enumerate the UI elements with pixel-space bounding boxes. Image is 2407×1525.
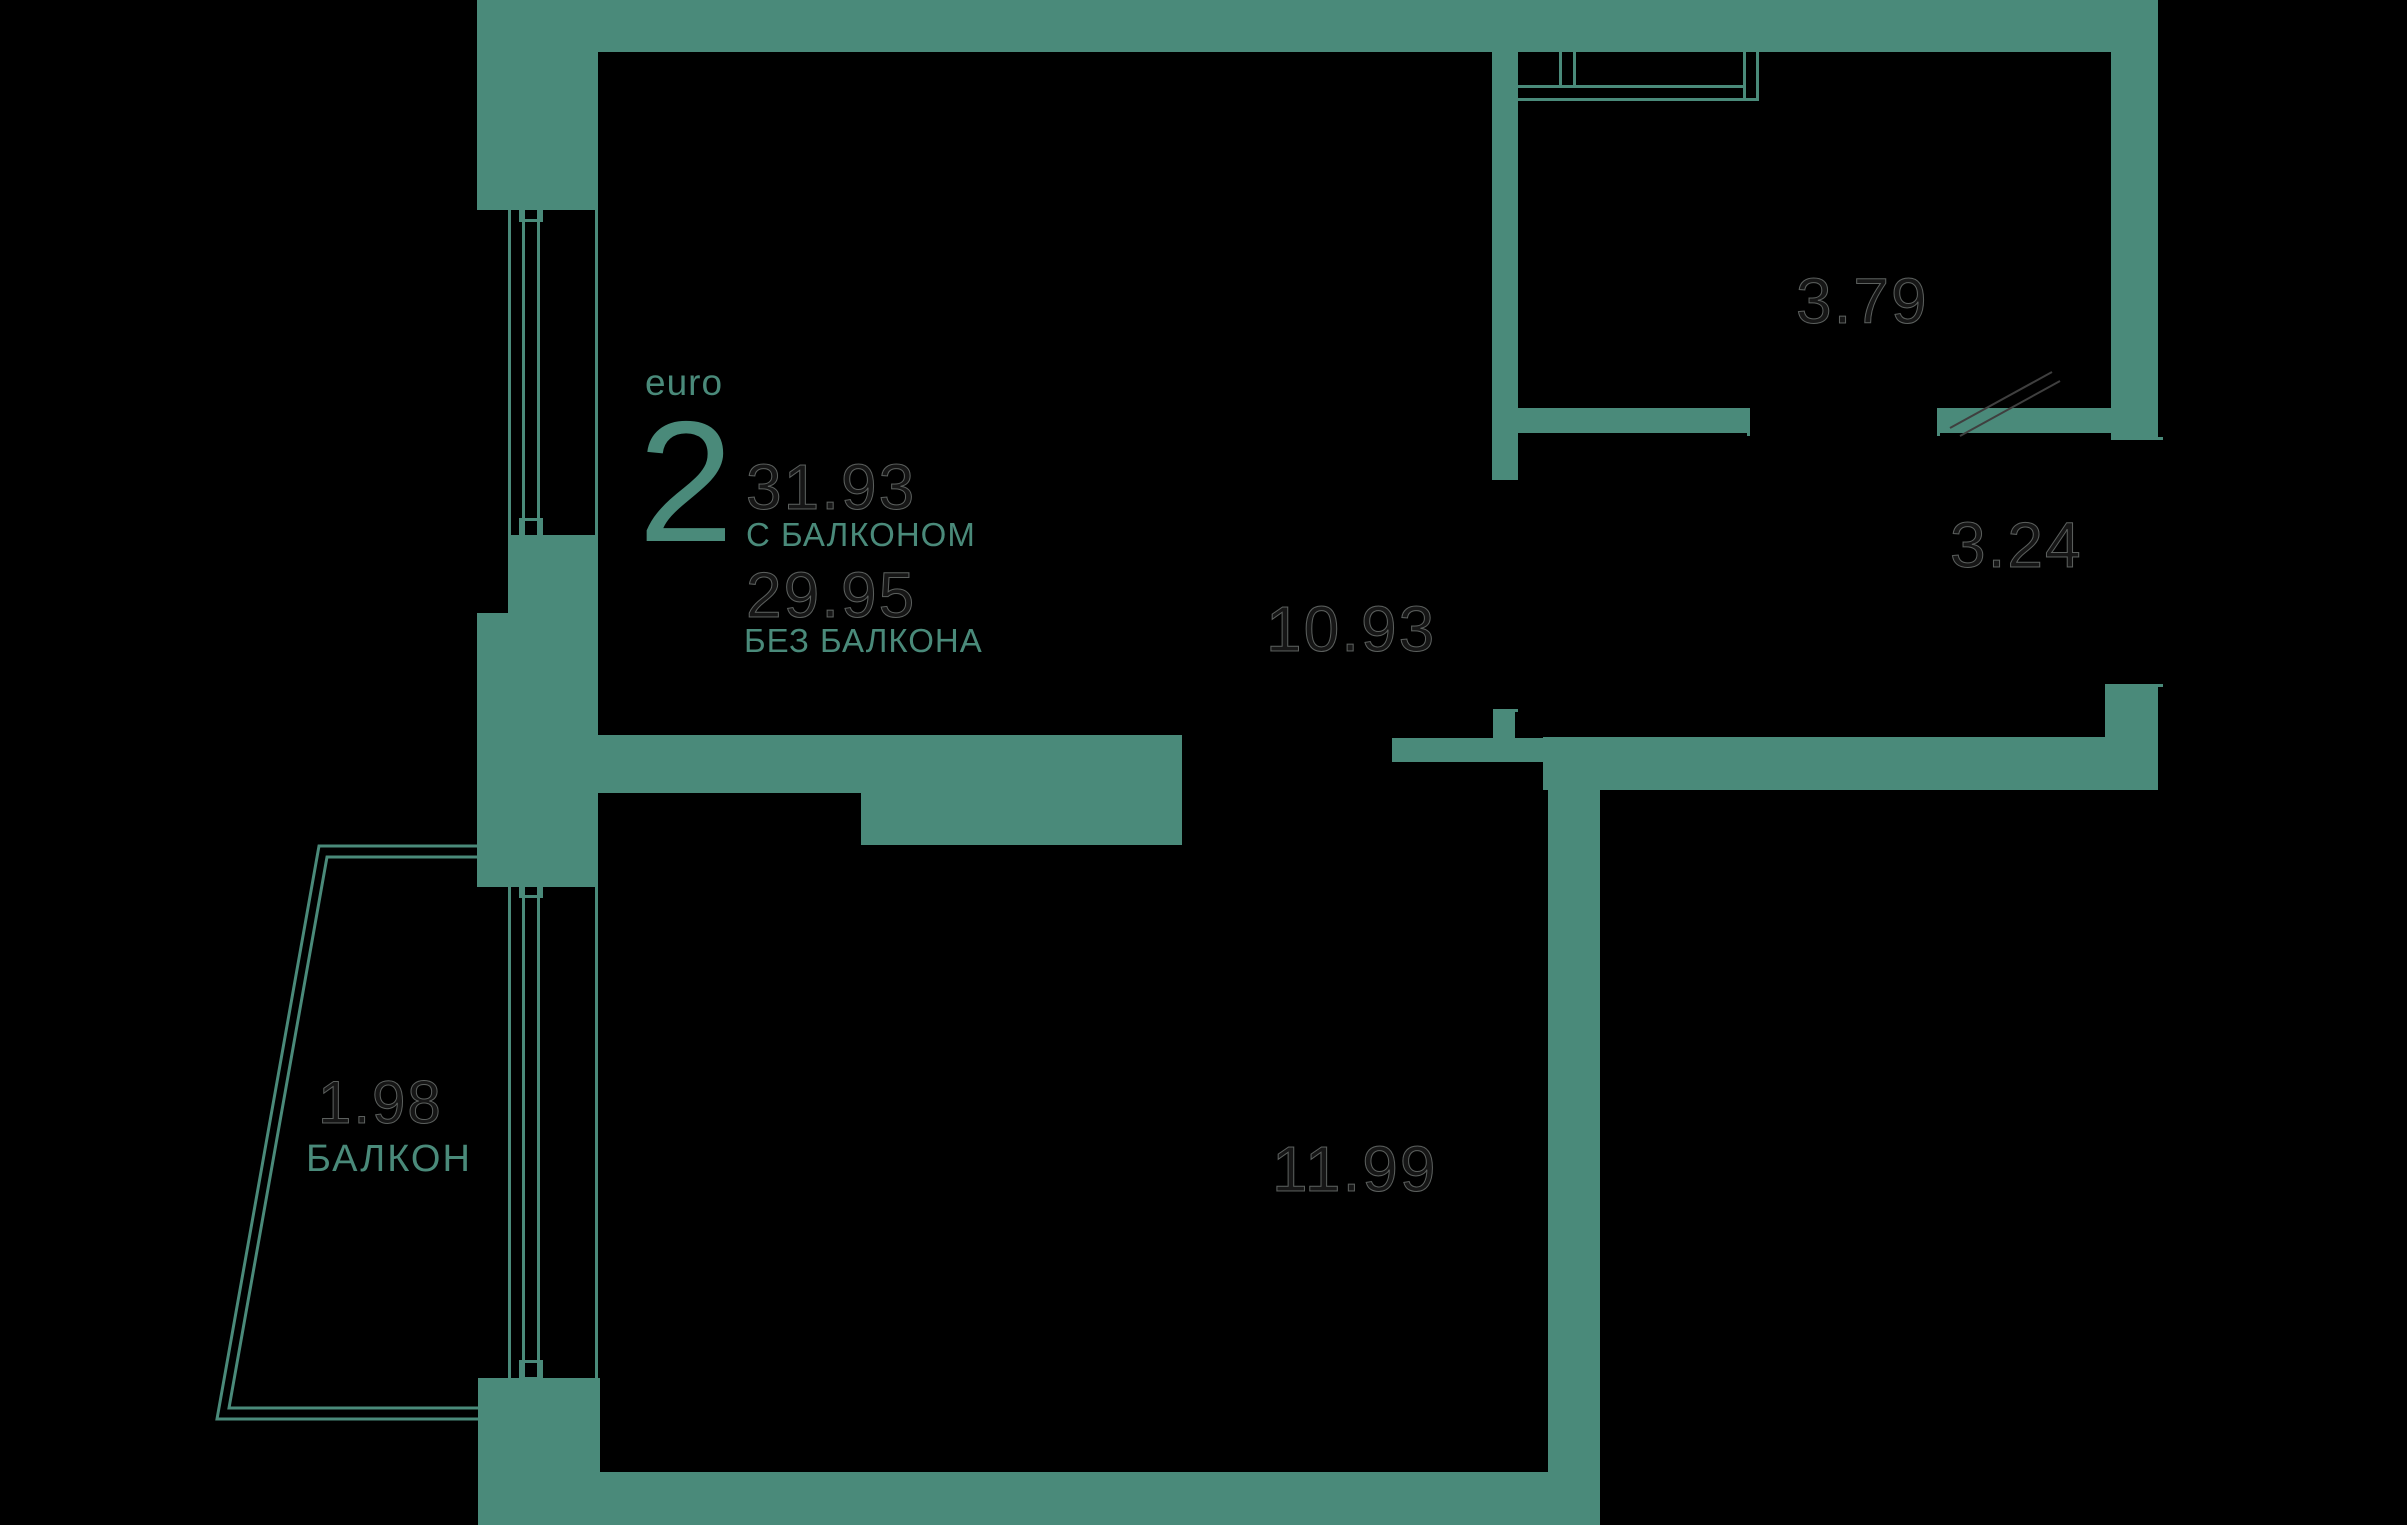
window-upper-left-outer-line (508, 210, 511, 535)
wall-top (477, 0, 2158, 52)
window-storage-end-b (1756, 52, 1759, 101)
door-storage-jamb-left (1747, 408, 1750, 436)
door-living-jamb-top (1492, 477, 1518, 480)
door-living-jamb-bottom (1493, 709, 1518, 712)
window-upper-left-cap-top (519, 202, 543, 222)
wall-bedroom-right (1548, 790, 1600, 1525)
wall-bottom (600, 1472, 1600, 1525)
window-storage-end-a (1743, 52, 1746, 101)
door-storage-jamb-right (1937, 408, 1940, 436)
unit-room-count: 2 (638, 386, 734, 578)
wall-bedroom-top-left (598, 735, 861, 793)
wall-left-top-block (477, 52, 598, 210)
wall-storage-bottom-right (1940, 408, 2111, 433)
wall-left-mid-narrow (508, 535, 598, 613)
door-bedroom-jamb-left (1179, 735, 1182, 793)
wall-bedroom-top-thin (1392, 738, 1543, 762)
window-lower-left-cap-bottom (519, 1360, 543, 1380)
room-area-storage: 3.79 (1796, 265, 1929, 338)
total-area-with-balcony: 31.93 (745, 451, 917, 524)
window-upper-left-cap-bottom (519, 518, 543, 538)
window-lower-left-frame-a (522, 887, 525, 1378)
window-lower-left-outer-line (508, 887, 511, 1378)
balcony-label: БАЛКОН (306, 1138, 472, 1180)
window-storage-mullion-a (1559, 52, 1562, 88)
wall-right-top (2111, 0, 2158, 437)
window-upper-left-frame-b (537, 210, 540, 535)
door-bedroom-jamb-right (1392, 738, 1395, 762)
window-storage-inner-line (1518, 85, 1745, 88)
room-area-hallway: 3.24 (1950, 509, 2083, 582)
window-upper-left-frame-a (522, 210, 525, 535)
window-lower-left-cap-top (519, 878, 543, 898)
wall-bedroom-top-mid (861, 735, 1182, 845)
room-area-bedroom: 11.99 (1271, 1133, 1438, 1206)
room-area-balcony: 1.98 (318, 1069, 443, 1137)
wall-middle-vertical-stub (1493, 712, 1515, 738)
window-upper-left-inner-line (595, 210, 598, 535)
total-area-without-balcony: 29.95 (745, 559, 917, 632)
window-lower-left-inner-line (595, 887, 598, 1378)
unit-type-label: euro (645, 362, 724, 403)
window-lower-left-frame-b (537, 887, 540, 1378)
with-balcony-label: С БАЛКОНОМ (746, 516, 976, 553)
wall-left-bottom-block (478, 1378, 600, 1525)
window-storage-bottom-line (1518, 98, 1759, 101)
room-area-living-kitchen: 10.93 (1265, 593, 1437, 666)
wall-middle-vertical (1492, 52, 1518, 480)
window-storage-mullion-b (1573, 52, 1576, 88)
door-entrance-jamb-bottom (2105, 684, 2163, 687)
wall-hallway-bottom (1543, 737, 2158, 790)
wall-left-mid-block (477, 613, 598, 887)
wall-storage-bottom-left (1518, 408, 1747, 433)
door-entrance-jamb-top (2111, 437, 2163, 440)
without-balcony-label: БЕЗ БАЛКОНА (744, 622, 983, 659)
